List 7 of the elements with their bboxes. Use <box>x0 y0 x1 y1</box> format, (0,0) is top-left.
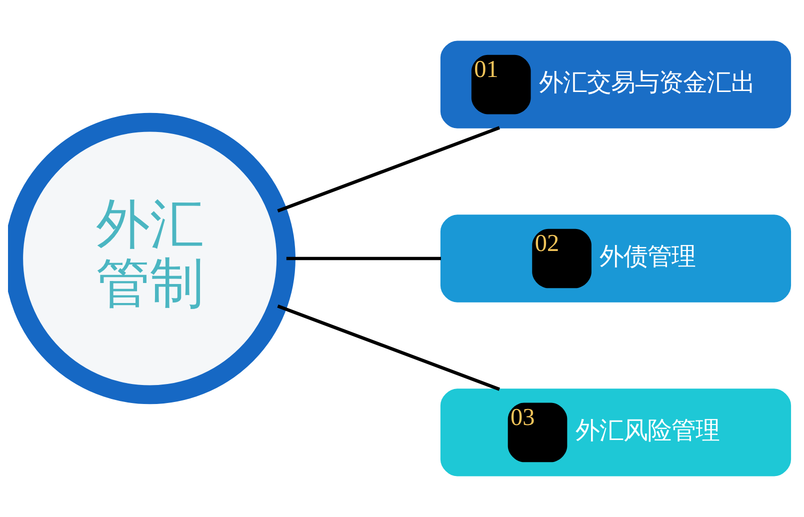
node-circle: 外汇管制 <box>8 112 296 404</box>
connector <box>277 126 500 213</box>
connector <box>286 256 441 260</box>
connector <box>277 304 500 391</box>
node-box: 03 外汇风险管理 <box>440 388 792 476</box>
node-box: 02 外债管理 <box>440 214 792 302</box>
node-box: 01 外汇交易与资金汇出 <box>440 40 792 128</box>
